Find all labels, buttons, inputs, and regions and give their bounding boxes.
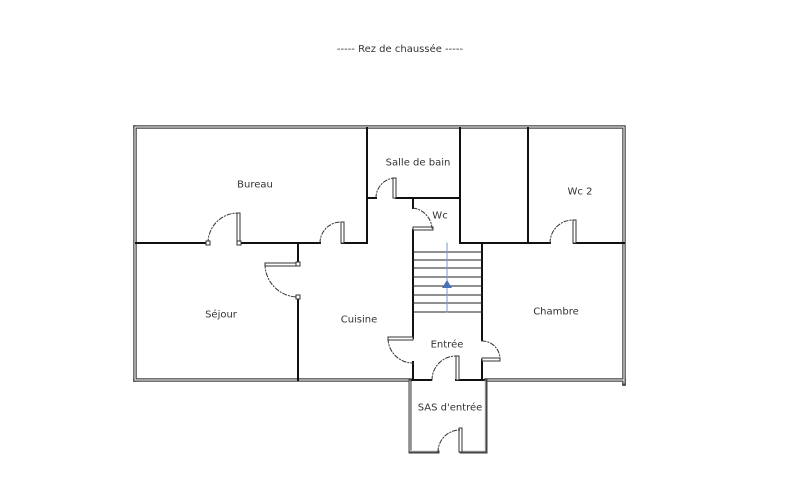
room-label-wc: Wc	[432, 210, 448, 222]
room-label-chambre: Chambre	[533, 306, 579, 318]
room-label-salle-de-bain: Salle de bain	[385, 157, 451, 169]
doors	[205, 177, 577, 453]
staircase	[412, 242, 483, 313]
room-label-sas: SAS d'entrée	[417, 402, 483, 414]
room-label-sejour: Séjour	[205, 309, 237, 321]
room-label-cuisine: Cuisine	[340, 314, 378, 326]
room-label-bureau: Bureau	[237, 179, 273, 191]
floor-title: ----- Rez de chaussée -----	[336, 44, 464, 55]
interior-walls	[135, 127, 625, 381]
sas-walls	[408, 378, 488, 454]
room-label-wc2: Wc 2	[567, 186, 593, 198]
room-label-entree: Entrée	[430, 339, 464, 351]
stair-arrow-icon	[442, 280, 452, 288]
outer-walls	[133, 125, 626, 386]
